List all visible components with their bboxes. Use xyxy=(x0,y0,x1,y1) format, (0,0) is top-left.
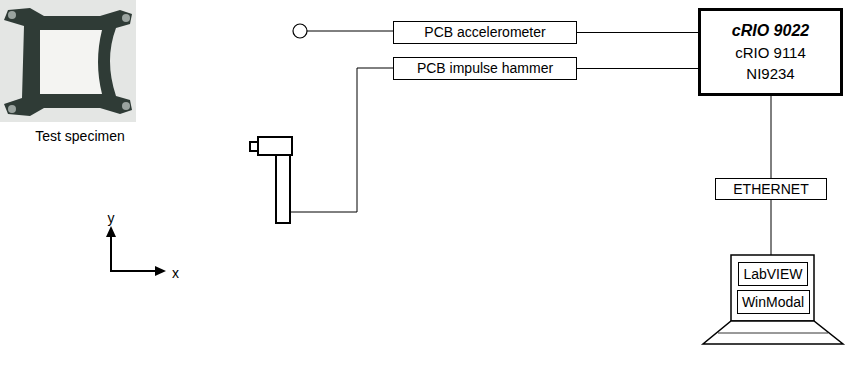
axes xyxy=(110,234,158,272)
controller-box: cRIO 9022cRIO 9114NI9234 xyxy=(698,8,843,96)
axis-label: y xyxy=(108,210,115,226)
box-text: cRIO 9114 xyxy=(735,42,806,63)
box-heading: cRIO 9022 xyxy=(732,20,809,42)
axis-label: x xyxy=(172,265,179,281)
axis-arrow xyxy=(106,226,116,237)
hammer-wire xyxy=(290,68,393,212)
accelerometer-symbol xyxy=(293,24,307,38)
box-text: NI9234 xyxy=(746,63,794,84)
specimen-label: Test specimen xyxy=(35,128,124,144)
box-text: LabVIEW xyxy=(743,266,802,283)
network-wire xyxy=(771,200,772,255)
device-box: ETHERNET xyxy=(715,178,827,200)
device-box: PCB impulse hammer xyxy=(393,57,577,80)
device-box: LabVIEW xyxy=(738,262,808,286)
box-text: PCB impulse hammer xyxy=(417,60,553,77)
connector-line xyxy=(771,96,772,178)
connector-line xyxy=(577,32,698,33)
box-text: WinModal xyxy=(742,294,804,311)
laptop-symbol xyxy=(703,255,843,344)
box-text: ETHERNET xyxy=(733,181,808,198)
sensor-wire xyxy=(307,31,393,32)
box-text: PCB accelerometer xyxy=(424,24,545,41)
specimen-photo xyxy=(0,0,136,122)
axis-arrow xyxy=(155,266,166,276)
hammer-symbol xyxy=(250,137,292,223)
device-box: WinModal xyxy=(737,290,810,314)
connector-line xyxy=(577,68,698,69)
device-box: PCB accelerometer xyxy=(393,21,577,44)
